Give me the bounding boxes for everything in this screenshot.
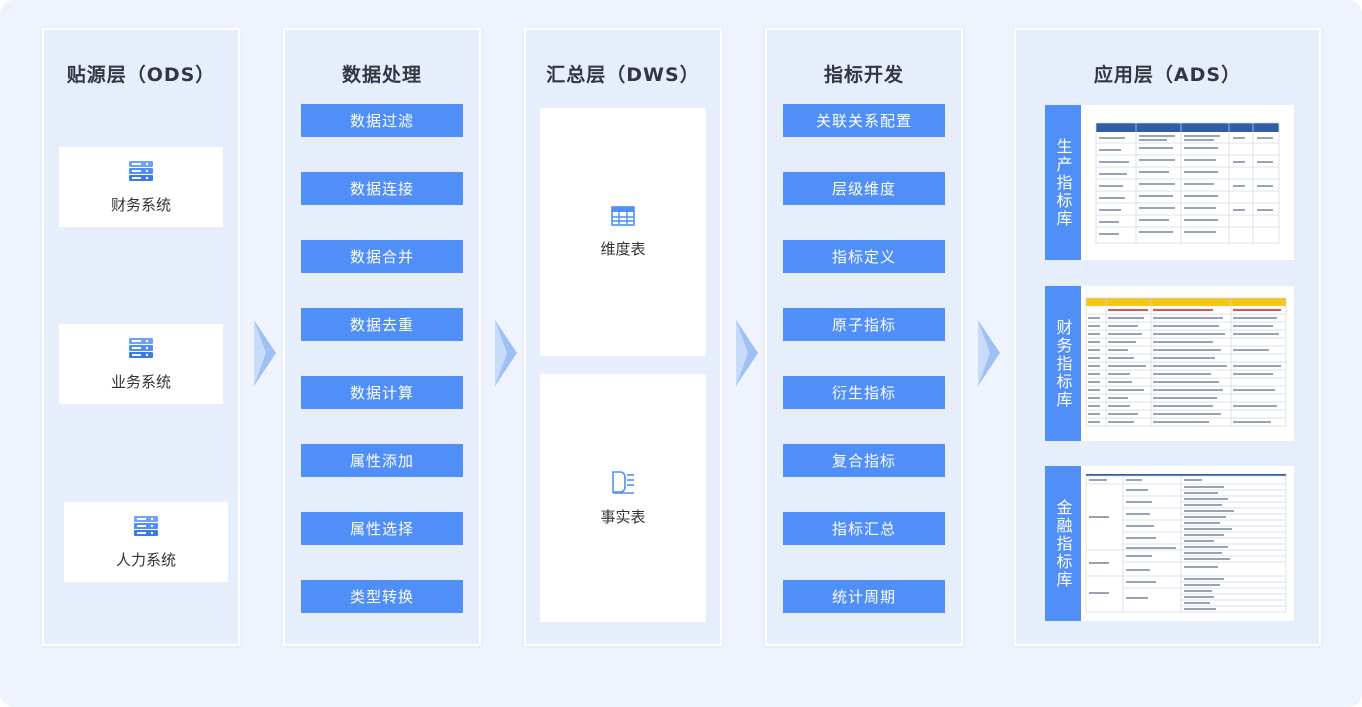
system-label: 财务系统 bbox=[110, 195, 171, 214]
metrics-step: 衍生指标 bbox=[783, 376, 945, 409]
processing-step: 数据过滤 bbox=[301, 104, 463, 137]
system-label: 业务系统 bbox=[110, 372, 171, 391]
metrics-step: 指标汇总 bbox=[783, 512, 945, 545]
library-label: 生产指标库 bbox=[1045, 105, 1081, 260]
metrics-step: 关联关系配置 bbox=[783, 104, 945, 137]
system-card-hr: 人力系统 bbox=[64, 502, 228, 582]
library-production: 生产指标库 bbox=[1045, 105, 1294, 260]
finance-metrics-table-thumbnail bbox=[1081, 286, 1294, 441]
flow-arrow-right-icon bbox=[495, 320, 517, 386]
processing-step: 属性添加 bbox=[301, 444, 463, 477]
metrics-step: 层级维度 bbox=[783, 172, 945, 205]
system-label: 人力系统 bbox=[115, 550, 176, 569]
flow-arrow-right-icon bbox=[736, 320, 758, 386]
metrics-step: 复合指标 bbox=[783, 444, 945, 477]
library-label: 金融指标库 bbox=[1045, 466, 1081, 621]
ods-title: 贴源层（ODS） bbox=[66, 64, 216, 86]
server-icon bbox=[128, 160, 154, 186]
production-metrics-table-thumbnail bbox=[1081, 105, 1294, 260]
library-financial: 金融指标库 bbox=[1045, 466, 1294, 621]
dws-title: 汇总层（DWS） bbox=[546, 64, 700, 86]
server-icon bbox=[128, 337, 154, 363]
system-card-finance: 财务系统 bbox=[59, 147, 223, 227]
fact-table-card: 事实表 bbox=[540, 374, 706, 622]
library-label: 财务指标库 bbox=[1045, 286, 1081, 441]
processing-panel: 数据处理 数据过滤 数据连接 数据合并 数据去重 数据计算 属性添加 属性选择 … bbox=[283, 28, 481, 646]
library-label-text: 金融指标库 bbox=[1053, 498, 1073, 589]
financial-metrics-table-thumbnail bbox=[1081, 466, 1294, 621]
ods-panel: 贴源层（ODS） 财务系统 bbox=[42, 28, 240, 646]
processing-step: 属性选择 bbox=[301, 512, 463, 545]
library-label-text: 生产指标库 bbox=[1053, 137, 1073, 228]
ads-panel: 应用层（ADS） 生产指标库 bbox=[1014, 28, 1321, 646]
server-icon bbox=[133, 515, 159, 541]
flow-arrow-right-icon bbox=[254, 320, 276, 386]
flow-arrow-right-icon bbox=[978, 320, 1000, 386]
library-finance: 财务指标库 bbox=[1045, 286, 1294, 441]
processing-step: 类型转换 bbox=[301, 580, 463, 613]
metrics-dev-title: 指标开发 bbox=[823, 64, 904, 86]
metrics-dev-panel: 指标开发 关联关系配置 层级维度 指标定义 原子指标 衍生指标 复合指标 指标汇… bbox=[765, 28, 963, 646]
ads-title: 应用层（ADS） bbox=[1093, 64, 1242, 86]
table-icon bbox=[611, 205, 635, 230]
dws-panel: 汇总层（DWS） 维度表 bbox=[524, 28, 722, 646]
library-label-text: 财务指标库 bbox=[1053, 318, 1073, 409]
document-list-icon bbox=[611, 470, 635, 498]
dimension-table-label: 维度表 bbox=[600, 239, 646, 258]
processing-step: 数据连接 bbox=[301, 172, 463, 205]
system-card-business: 业务系统 bbox=[59, 324, 223, 404]
metrics-step: 指标定义 bbox=[783, 240, 945, 273]
processing-step: 数据计算 bbox=[301, 376, 463, 409]
processing-step: 数据去重 bbox=[301, 308, 463, 341]
metrics-step: 原子指标 bbox=[783, 308, 945, 341]
processing-step: 数据合并 bbox=[301, 240, 463, 273]
metrics-step: 统计周期 bbox=[783, 580, 945, 613]
processing-title: 数据处理 bbox=[341, 64, 422, 86]
fact-table-label: 事实表 bbox=[600, 507, 646, 526]
dimension-table-card: 维度表 bbox=[540, 108, 706, 356]
